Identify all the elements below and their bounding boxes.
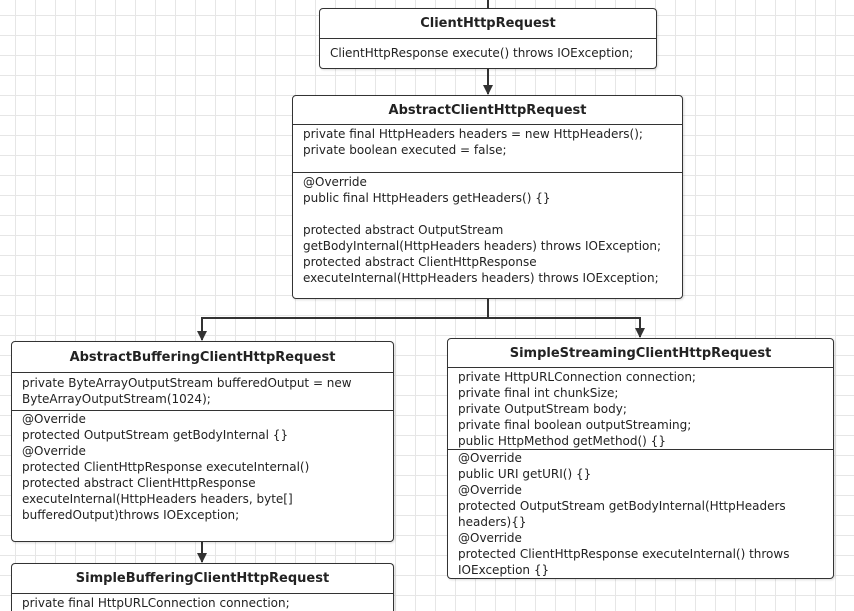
method-line: protected abstract ClientHttpResponse [303, 255, 537, 269]
methods-section: @Override public URI getURI() {} @Overri… [448, 450, 833, 578]
field-line: public HttpMethod getMethod() {} [458, 434, 666, 448]
edge-abstract-to-buffering [197, 298, 489, 341]
method-line [303, 206, 672, 222]
fields-section: private ByteArrayOutputStream bufferedOu… [12, 373, 393, 411]
field-line: private HttpURLConnection connection; [458, 370, 696, 384]
method-line: headers){} [458, 515, 527, 529]
field-line: private boolean executed = false; [303, 143, 507, 157]
method-line: @Override [458, 483, 522, 497]
method-line: protected abstract ClientHttpResponse [22, 476, 256, 490]
field-line: ByteArrayOutputStream(1024); [22, 392, 211, 406]
field-line: private final boolean outputStreaming; [458, 418, 692, 432]
class-simple-buffering-client-http-request[interactable]: SimpleBufferingClientHttpRequest private… [11, 563, 394, 611]
class-abstract-buffering-client-http-request[interactable]: AbstractBufferingClientHttpRequest priva… [11, 341, 394, 542]
edge-abstract-to-streaming [488, 317, 645, 338]
method-line: @Override [458, 531, 522, 545]
class-client-http-request[interactable]: ClientHttpRequest ClientHttpResponse exe… [319, 8, 657, 69]
class-abstract-client-http-request[interactable]: AbstractClientHttpRequest private final … [292, 95, 683, 299]
field-line: private ByteArrayOutputStream bufferedOu… [22, 376, 352, 390]
fields-section: private final HttpHeaders headers = new … [293, 125, 682, 173]
method-line: executeInternal(HttpHeaders headers) thr… [303, 271, 659, 285]
method-line: IOException {} [458, 563, 550, 577]
method-line: protected ClientHttpResponse executeInte… [22, 460, 310, 474]
class-name: ClientHttpRequest [320, 9, 656, 39]
fields-section: private HttpURLConnection connection; pr… [448, 368, 833, 450]
field-line: private final HttpURLConnection connecti… [22, 596, 290, 610]
fields-section: private final HttpURLConnection connecti… [12, 594, 393, 611]
field-line: private final HttpHeaders headers = new … [303, 127, 643, 141]
method-line: bufferedOutput)throws IOException; [22, 508, 240, 522]
method-line: public final HttpHeaders getHeaders() {} [303, 191, 551, 205]
method-line: protected OutputStream getBodyInternal(H… [458, 499, 786, 513]
method-line: protected ClientHttpResponse executeInte… [458, 547, 790, 561]
class-name: AbstractClientHttpRequest [293, 96, 682, 125]
method-line: getBodyInternal(HttpHeaders headers) thr… [303, 239, 662, 253]
method-line: @Override [22, 444, 86, 458]
class-name: SimpleBufferingClientHttpRequest [12, 564, 393, 594]
class-simple-streaming-client-http-request[interactable]: SimpleStreamingClientHttpRequest private… [447, 338, 834, 579]
methods-section: @Override protected OutputStream getBody… [12, 411, 393, 525]
methods-section: ClientHttpResponse execute() throws IOEx… [320, 39, 656, 63]
method-line: public URI getURI() {} [458, 467, 592, 481]
methods-section: @Override public final HttpHeaders getHe… [293, 173, 682, 288]
method-line: @Override [458, 451, 522, 465]
class-name: AbstractBufferingClientHttpRequest [12, 342, 393, 373]
class-name: SimpleStreamingClientHttpRequest [448, 339, 833, 368]
method-line: protected OutputStream getBodyInternal {… [22, 428, 289, 442]
method-line: @Override [303, 175, 367, 189]
method-line: ClientHttpResponse execute() throws IOEx… [330, 46, 634, 60]
method-line: executeInternal(HttpHeaders headers, byt… [22, 492, 293, 506]
method-line: protected abstract OutputStream [303, 223, 504, 237]
field-line: private final int chunkSize; [458, 386, 619, 400]
field-line: private OutputStream body; [458, 402, 627, 416]
method-line: @Override [22, 412, 86, 426]
